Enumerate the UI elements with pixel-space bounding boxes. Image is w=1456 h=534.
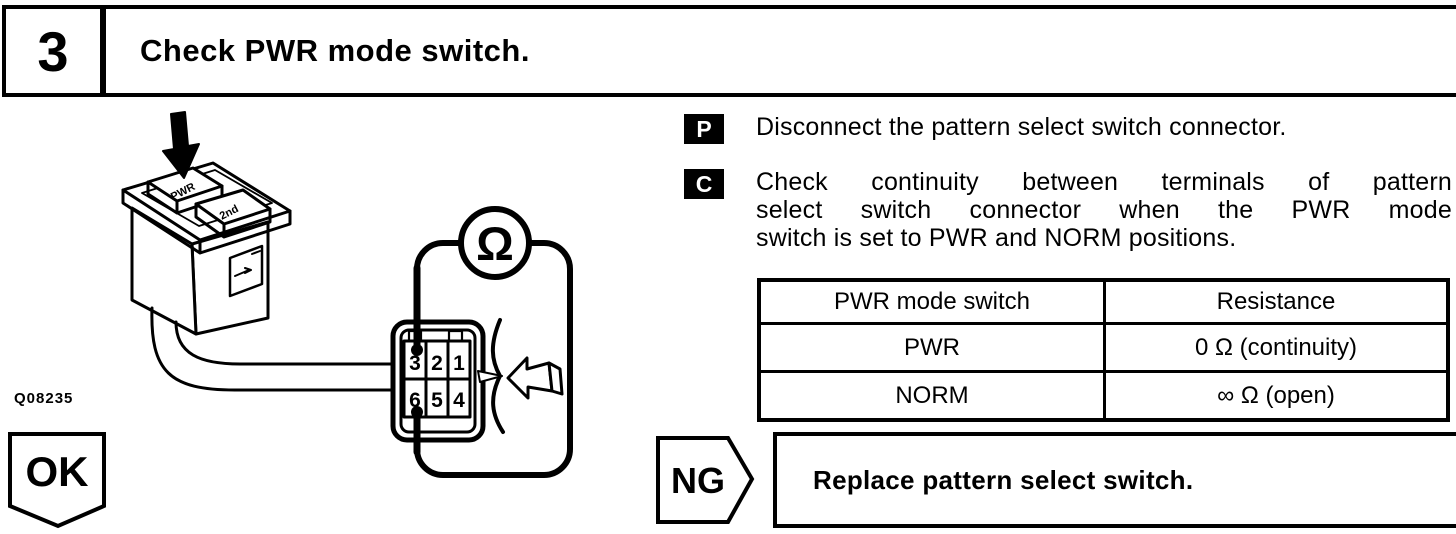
- ok-label: OK: [26, 448, 89, 495]
- pwr-button-side: [146, 180, 224, 215]
- table-cell-mode: PWR: [757, 322, 1106, 373]
- step-title: Check PWR mode switch.: [140, 33, 530, 68]
- figure-code: Q08235: [14, 390, 74, 407]
- step-number: 3: [37, 19, 69, 83]
- terminal-2: 2: [431, 352, 443, 375]
- check-instruction: Check continuity between terminals of pa…: [756, 168, 1452, 252]
- terminal-6: 6: [409, 389, 421, 412]
- table-header-resistance: Resistance: [1103, 278, 1450, 325]
- check-badge-letter: C: [695, 170, 713, 197]
- switch-continuity-diagram: PWR 2nd Ω 3 2 1 6: [121, 111, 573, 478]
- ohmmeter-leads-loop: [414, 240, 573, 478]
- lock-tab: [477, 370, 503, 383]
- prepare-instruction: Disconnect the pattern select switch con…: [756, 113, 1287, 141]
- side-panel-arrow-icon: [234, 250, 261, 277]
- second-button-side: [194, 202, 272, 239]
- check-instruction-line: switch is set to PWR and NORM positions.: [756, 224, 1237, 252]
- ng-action-box: Replace pattern select switch.: [773, 432, 1456, 528]
- table-row: NORM ∞ Ω (open): [757, 370, 1450, 422]
- resistance-table: PWR mode switch Resistance PWR 0 Ω (cont…: [757, 278, 1450, 422]
- table-cell-resistance: ∞ Ω (open): [1103, 370, 1450, 422]
- step-title-box: Check PWR mode switch.: [102, 5, 1456, 97]
- check-instruction-line: Check continuity between terminals of pa…: [756, 168, 1452, 196]
- ok-pentagon: [8, 432, 106, 529]
- prepare-badge-letter: P: [696, 115, 712, 142]
- ohmmeter-circle: [458, 206, 532, 280]
- table-header-switch: PWR mode switch: [757, 278, 1106, 325]
- check-badge: C: [684, 169, 724, 199]
- lock-lever: [490, 318, 505, 434]
- terminal-3: 3: [409, 352, 421, 375]
- ohmmeter-symbol: Ω: [476, 217, 514, 270]
- unlock-arrow-icon: [506, 356, 554, 400]
- ng-action-text: Replace pattern select switch.: [813, 464, 1194, 495]
- press-arrow-icon: [162, 111, 200, 179]
- probe-dot-terminal-3: [411, 344, 423, 356]
- switch-plate-edge: [121, 188, 292, 255]
- probe-dot-terminal-6: [411, 406, 423, 418]
- step-number-box: 3: [2, 5, 104, 97]
- terminal-grid-lines: [402, 339, 472, 419]
- ng-label: NG: [671, 460, 725, 501]
- table-cell-mode: NORM: [757, 370, 1106, 422]
- table-row: PWR 0 Ω (continuity): [757, 322, 1450, 373]
- wire-outer: [150, 306, 396, 392]
- ok-marker: OK: [8, 432, 106, 529]
- ng-pentagon: [656, 436, 755, 524]
- unlock-arrow-tail: [547, 361, 564, 396]
- wire-inner: [174, 320, 396, 366]
- prepare-badge: P: [684, 114, 724, 144]
- table-header-row: PWR mode switch Resistance: [757, 278, 1450, 325]
- terminal-4: 4: [453, 389, 465, 412]
- terminal-1: 1: [453, 352, 465, 375]
- terminal-5: 5: [431, 389, 443, 412]
- table-cell-resistance: 0 Ω (continuity): [1103, 322, 1450, 373]
- check-instruction-line: select switch connector when the PWR mod…: [756, 196, 1452, 224]
- ng-marker: NG: [656, 436, 755, 524]
